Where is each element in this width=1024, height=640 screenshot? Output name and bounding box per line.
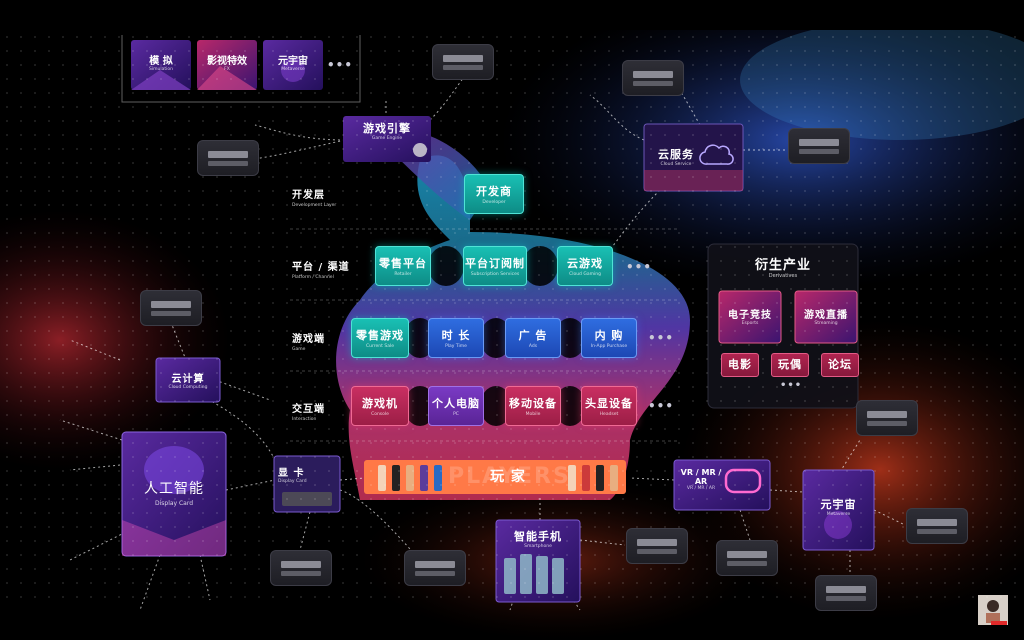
placeholder-card	[622, 60, 684, 96]
placeholder-card	[626, 528, 688, 564]
placeholder-card	[197, 140, 259, 176]
placeholder-card	[140, 290, 202, 326]
platform-more-ellipsis: •••	[626, 260, 653, 274]
pill-film[interactable]: 电影	[721, 353, 759, 377]
top-more-ellipsis: •••	[327, 58, 354, 72]
placeholder-card	[788, 128, 850, 164]
placeholder-card	[270, 550, 332, 586]
game-more-ellipsis: •••	[648, 331, 675, 345]
letterbox-bottom	[0, 608, 1024, 640]
placeholder-card	[404, 550, 466, 586]
players-label[interactable]: PLAYERS 玩 家	[448, 464, 571, 489]
placeholder-card	[716, 540, 778, 576]
players-watermark: PLAYERS	[448, 464, 571, 489]
placeholder-card	[856, 400, 918, 436]
placeholder-card	[815, 575, 877, 611]
pill-toys[interactable]: 玩偶	[771, 353, 809, 377]
letterbox-top	[0, 0, 1024, 30]
derivatives-more-ellipsis: •••	[780, 380, 803, 391]
device-more-ellipsis: •••	[648, 399, 675, 413]
pill-forum[interactable]: 论坛	[821, 353, 859, 377]
placeholder-card	[906, 508, 968, 544]
placeholder-card	[432, 44, 494, 80]
